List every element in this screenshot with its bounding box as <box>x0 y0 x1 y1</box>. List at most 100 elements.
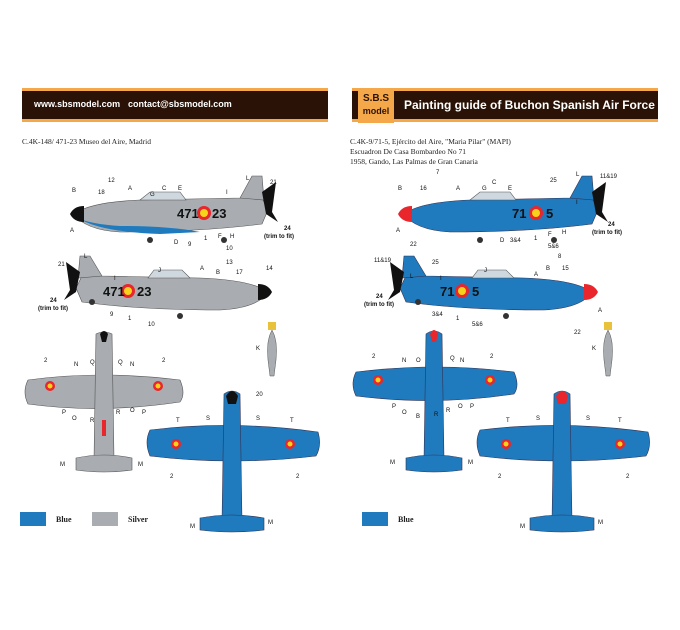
legend-swatch-blue <box>20 512 46 526</box>
svg-text:A: A <box>396 228 400 234</box>
svg-text:H: H <box>562 230 566 236</box>
left-caption: C.4K-148/ 471-23 Museo del Aire, Madrid <box>22 137 151 147</box>
svg-text:(trim to fit): (trim to fit) <box>264 234 294 240</box>
svg-text:N: N <box>74 362 78 368</box>
svg-text:M: M <box>268 520 273 526</box>
svg-text:A: A <box>200 266 204 272</box>
sbs-model-logo: S.B.S model <box>358 89 394 123</box>
right-caption-line-2: Escuadron De Casa Bombardeo No 71 <box>350 147 467 156</box>
svg-text:1: 1 <box>456 316 460 322</box>
right-propeller-blade <box>603 322 613 377</box>
svg-text:N: N <box>402 358 406 364</box>
right-side-view-2: 71 5 <box>388 255 598 319</box>
right-caption: C.4K-9/71-5, Ejército del Aire, "Maria P… <box>350 137 511 167</box>
svg-text:K: K <box>256 346 260 352</box>
svg-text:R: R <box>446 408 451 414</box>
left-code-2b: 23 <box>137 284 151 299</box>
svg-text:L: L <box>576 172 580 178</box>
svg-text:T: T <box>618 418 622 424</box>
svg-text:L: L <box>246 176 250 182</box>
painting-guide-title: Painting guide of Buchon Spanish Air For… <box>404 98 655 112</box>
svg-text:7: 7 <box>436 170 440 176</box>
svg-text:B: B <box>216 270 220 276</box>
svg-text:O: O <box>416 358 421 364</box>
svg-text:B: B <box>416 414 420 420</box>
svg-text:O: O <box>402 410 407 416</box>
svg-text:A: A <box>70 228 74 234</box>
svg-text:25: 25 <box>432 260 439 266</box>
svg-text:P: P <box>392 404 396 410</box>
svg-text:I: I <box>576 200 578 206</box>
svg-text:M: M <box>520 524 525 530</box>
svg-text:Q: Q <box>90 360 95 366</box>
left-bottom-view <box>146 390 320 533</box>
svg-text:L: L <box>410 274 414 280</box>
svg-text:S: S <box>206 416 210 422</box>
left-top-view <box>24 331 184 473</box>
right-header-banner: S.B.S model Painting guide of Buchon Spa… <box>352 88 658 123</box>
svg-text:S: S <box>256 416 260 422</box>
svg-text:P: P <box>62 410 66 416</box>
right-code-2a: 71 <box>440 284 454 299</box>
svg-text:I: I <box>114 276 116 282</box>
svg-text:9: 9 <box>110 312 114 318</box>
svg-text:2: 2 <box>162 358 166 364</box>
right-drawings: 71 5 71 5 <box>352 170 650 533</box>
svg-text:5&6: 5&6 <box>548 244 559 250</box>
svg-text:20: 20 <box>256 392 263 398</box>
svg-text:T: T <box>290 418 294 424</box>
svg-text:S: S <box>586 416 590 422</box>
svg-text:I: I <box>440 276 442 282</box>
svg-text:J: J <box>158 268 161 274</box>
svg-text:R: R <box>90 418 95 424</box>
svg-text:8: 8 <box>558 254 562 260</box>
svg-text:11&19: 11&19 <box>374 258 392 264</box>
svg-text:M: M <box>60 462 65 468</box>
left-callout-labels: B A 18 12 A G C E D 9 1 F H 10 L I 21 24… <box>38 176 300 530</box>
svg-text:B: B <box>72 188 76 194</box>
svg-text:P: P <box>142 410 146 416</box>
svg-text:O: O <box>72 416 77 422</box>
svg-text:C: C <box>162 186 167 192</box>
svg-text:K: K <box>592 346 596 352</box>
svg-text:C: C <box>492 180 497 186</box>
svg-text:24: 24 <box>284 226 291 232</box>
right-code-1a: 71 <box>512 206 526 221</box>
svg-text:O: O <box>458 404 463 410</box>
svg-text:N: N <box>130 362 134 368</box>
svg-text:J: J <box>484 268 487 274</box>
website-text: www.sbsmodel.com <box>34 99 121 109</box>
svg-text:13: 13 <box>226 260 233 266</box>
svg-text:21: 21 <box>270 180 277 186</box>
svg-text:A: A <box>456 186 460 192</box>
legend-label-blue: Blue <box>56 515 72 524</box>
legend-label-silver: Silver <box>128 515 148 524</box>
svg-text:D: D <box>174 240 179 246</box>
svg-text:2: 2 <box>170 474 174 480</box>
svg-text:1: 1 <box>534 236 538 242</box>
left-code-1a: 471 <box>177 206 199 221</box>
right-callout-labels: B 16 7 A G C E 25 L 11&19 A 22 D 3&4 1 F… <box>364 170 630 530</box>
svg-text:22: 22 <box>410 242 417 248</box>
right-side-view-1: 71 5 <box>398 175 608 243</box>
svg-text:R: R <box>434 412 439 418</box>
svg-text:M: M <box>468 460 473 466</box>
svg-text:24: 24 <box>50 298 57 304</box>
svg-text:25: 25 <box>550 178 557 184</box>
svg-text:M: M <box>390 460 395 466</box>
svg-text:M: M <box>190 524 195 530</box>
right-legend-swatch-blue <box>362 512 388 526</box>
svg-text:A: A <box>128 186 132 192</box>
svg-text:T: T <box>506 418 510 424</box>
svg-text:E: E <box>178 186 182 192</box>
svg-text:A: A <box>598 308 602 314</box>
svg-text:1: 1 <box>128 316 132 322</box>
svg-text:2: 2 <box>498 474 502 480</box>
svg-text:3&4: 3&4 <box>432 312 443 318</box>
svg-text:24: 24 <box>376 294 383 300</box>
svg-text:5&6: 5&6 <box>472 322 483 328</box>
left-code-2a: 471 <box>103 284 125 299</box>
svg-text:F: F <box>218 234 222 240</box>
svg-text:H: H <box>230 234 234 240</box>
left-propeller-blade <box>267 322 277 377</box>
